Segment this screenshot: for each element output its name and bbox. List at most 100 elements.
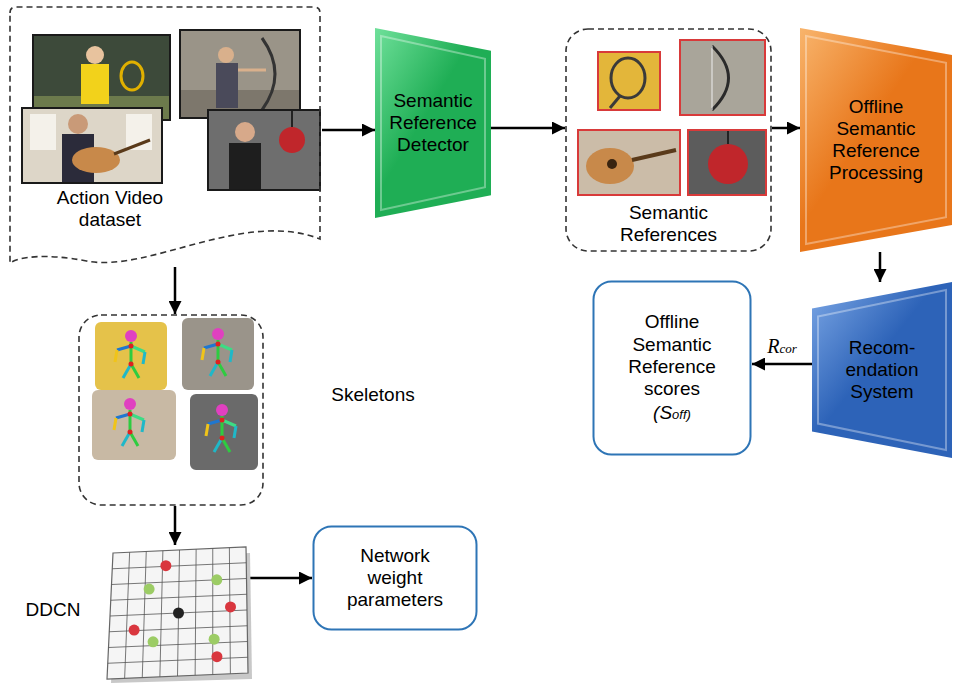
- reference-crop-part: [708, 144, 748, 184]
- grid-dot: [129, 625, 140, 636]
- node-label: DDCN: [26, 599, 81, 621]
- reference-crop: [598, 52, 660, 110]
- video-frame-part: [33, 35, 170, 120]
- node-outline: [78, 314, 264, 506]
- grid-line: [108, 657, 248, 663]
- text-holder: Semantic References: [595, 202, 742, 246]
- detector-trapezoid: Semantic Reference Detector: [375, 28, 491, 218]
- skeleton-frame-part: [182, 318, 254, 390]
- reference-crop-part: [611, 58, 645, 98]
- reference-crop: [688, 130, 766, 195]
- skeleton-frame-part: [190, 394, 258, 470]
- dataset-region: Action Video dataset: [8, 5, 322, 267]
- grid-dot: [148, 636, 159, 647]
- grid-dot: [173, 608, 184, 619]
- reference-crop-part: [610, 96, 620, 108]
- dashed-outline: [10, 7, 320, 263]
- rounded-box: [594, 282, 751, 455]
- flow-arrow: [752, 363, 812, 366]
- text-holder: Action Video dataset: [35, 187, 185, 231]
- text-holder: DDCN: [15, 599, 91, 621]
- video-frame-part: [229, 143, 261, 189]
- video-frame-part: [291, 111, 293, 127]
- video-frame-part: [72, 147, 120, 173]
- skeleton-frame-part: [206, 404, 236, 452]
- reference-crop: [578, 130, 680, 195]
- dashed-outline: [79, 315, 263, 505]
- scores-box: Offline Semantic Reference scores(Soff): [592, 280, 752, 456]
- video-frame-part: [114, 140, 150, 154]
- ddcn-grid: DDCN: [105, 545, 250, 681]
- node-outline: [105, 545, 250, 681]
- grid-dot: [211, 574, 222, 585]
- flow-arrow: [491, 127, 565, 130]
- node-label: Semantic Reference Detector: [383, 90, 483, 157]
- video-frame-part: [238, 69, 266, 72]
- flow-arrow: [322, 129, 375, 132]
- node-label: Semantic References: [595, 202, 742, 246]
- flow-arrow: [879, 252, 882, 282]
- grid-dot: [209, 634, 220, 645]
- video-frame-part: [235, 122, 255, 142]
- video-frame-part: [126, 114, 152, 150]
- skeleton-frame-part: [115, 330, 145, 378]
- reference-crop: [680, 40, 765, 115]
- reference-crop-part: [712, 46, 729, 110]
- skeleton-frame-part: [92, 390, 176, 460]
- grid-dot: [144, 584, 155, 595]
- video-frame-part: [181, 90, 299, 117]
- node-outline: [8, 5, 322, 267]
- video-frame-part: [62, 134, 94, 182]
- node-label: Network weight parameters: [334, 545, 456, 612]
- recommender-trapezoid: Recom- endation System: [812, 282, 952, 458]
- grid-line: [109, 642, 248, 648]
- video-frame-part: [218, 47, 234, 63]
- video-frame-part: [81, 64, 109, 104]
- reference-crop-part: [607, 159, 617, 169]
- score-symbol: (Soff): [611, 402, 733, 424]
- bevel-edge: [818, 290, 946, 450]
- skeleton-frame: [95, 322, 167, 390]
- grid-sheet: [107, 547, 248, 679]
- flow-arrow: [250, 577, 312, 580]
- bevel-edge: [806, 36, 946, 244]
- text-holder: Semantic Reference Detector: [375, 28, 491, 218]
- video-frame-part: [68, 114, 88, 134]
- skeleton-frame: [190, 394, 258, 470]
- video-frame-part: [30, 114, 56, 150]
- grid-dot: [211, 651, 222, 662]
- video-frame-part: [86, 46, 104, 64]
- text-holder: Skeletons: [318, 384, 428, 406]
- node-label: Action Video dataset: [35, 187, 185, 231]
- grid-dot: [160, 560, 171, 571]
- video-frame-part: [22, 108, 162, 183]
- dashed-outline: [566, 29, 771, 251]
- text-holder: Offline Semantic Reference scores(Soff): [592, 280, 752, 456]
- video-frame-part: [279, 127, 305, 153]
- skeletons-group: Skeletons: [78, 314, 264, 506]
- rounded-box: [314, 527, 477, 630]
- edge-label: Rcor: [765, 334, 799, 358]
- trapezoid-block: [375, 28, 491, 218]
- node-label: Recom- endation System: [841, 337, 923, 404]
- node-label: Offline Semantic Reference Processing: [820, 96, 932, 185]
- video-frame-part: [262, 38, 275, 110]
- reference-crop-part: [680, 40, 765, 115]
- video-frame-part: [121, 62, 143, 90]
- reference-crop-part: [598, 52, 660, 110]
- trapezoid-block: [812, 282, 952, 458]
- skeleton-frame: [92, 390, 176, 460]
- video-frame-part: [34, 96, 169, 119]
- flow-arrow: [174, 506, 177, 545]
- skeleton-frame: [182, 318, 254, 390]
- text-holder: Recom- endation System: [812, 282, 952, 458]
- node-label: Offline Semantic Reference scores: [611, 311, 733, 400]
- video-frame-part: [180, 30, 300, 118]
- trapezoid-block: [800, 28, 952, 252]
- bevel-edge: [381, 36, 485, 210]
- video-frame: [22, 108, 162, 183]
- reference-crop-part: [632, 150, 676, 160]
- references-group: Semantic References: [565, 28, 772, 252]
- video-frame-part: [208, 110, 320, 190]
